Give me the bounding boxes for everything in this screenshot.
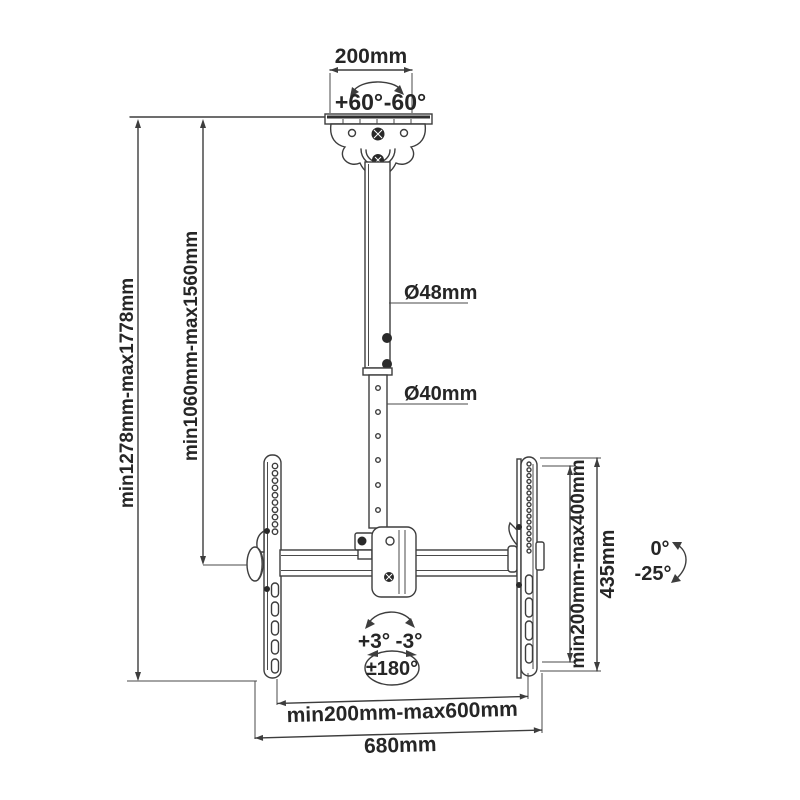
swivel-bracket bbox=[329, 123, 427, 177]
right-bracket-slots bbox=[524, 574, 534, 664]
dim-height-total: min1278mm-max1778mm bbox=[117, 119, 257, 682]
dim-crossbar-width-label: 680mm bbox=[364, 733, 437, 758]
left-bracket-slots bbox=[270, 582, 280, 674]
dim-pipe-lower-label: Ø40mm bbox=[404, 383, 477, 405]
ceiling-plate bbox=[324, 113, 433, 125]
swivel-left-label: +60° bbox=[335, 89, 383, 115]
dim-vesa-height-label: min200mm-max400mm bbox=[568, 459, 589, 668]
tilt-up-label: 0° bbox=[650, 538, 669, 560]
left-bracket-holes bbox=[271, 462, 279, 536]
pole-lock-bolt-2 bbox=[382, 359, 392, 369]
swivel-annotation: +60° -60° bbox=[335, 81, 426, 115]
bracket-hole-left bbox=[347, 128, 357, 138]
right-bracket-gusset bbox=[508, 521, 518, 547]
dim-top-width: 200mm bbox=[329, 45, 413, 113]
tilt-annotation: 0° -25° bbox=[635, 538, 687, 585]
crossbar-end-cap bbox=[507, 545, 518, 573]
pole-lock-bolt-1 bbox=[382, 333, 392, 343]
right-bracket-holes bbox=[526, 461, 532, 554]
tilt-down-label: -25° bbox=[635, 563, 672, 585]
pole-collar bbox=[362, 367, 393, 376]
bracket-hole-right bbox=[399, 128, 409, 138]
rotation-label: ±180° bbox=[366, 658, 418, 680]
dim-pipe-upper: Ø48mm bbox=[389, 282, 477, 304]
right-vesa-bracket bbox=[508, 456, 545, 679]
dim-pipe-upper-label: Ø48mm bbox=[404, 282, 477, 304]
dim-pipe-lower: Ø40mm bbox=[387, 383, 477, 405]
level-right-label: -3° bbox=[395, 630, 422, 653]
dim-height-pole: min1060mm-max1560mm bbox=[181, 119, 247, 566]
swivel-right-label: -60° bbox=[384, 89, 426, 115]
dim-crossbar-width: 680mm bbox=[254, 673, 543, 758]
dim-vesa-height: min200mm-max400mm bbox=[542, 459, 589, 669]
dim-height-total-label: min1278mm-max1778mm bbox=[117, 278, 138, 508]
upper-pole bbox=[364, 161, 392, 369]
dim-vesa-width: min200mm-max600mm bbox=[276, 673, 529, 727]
dim-bracket-height: 435mm bbox=[540, 457, 619, 672]
lower-pole bbox=[368, 374, 388, 529]
pole-clamp bbox=[354, 526, 417, 598]
level-left-label: +3° bbox=[358, 630, 390, 653]
dim-height-pole-label: min1060mm-max1560mm bbox=[181, 231, 202, 461]
dim-bracket-height-label: 435mm bbox=[597, 530, 619, 599]
dim-top-width-label: 200mm bbox=[335, 45, 407, 68]
level-annotation: +3° -3° bbox=[358, 611, 423, 653]
clamp-bolt bbox=[357, 536, 367, 546]
right-bracket-block bbox=[535, 541, 545, 571]
crossbar-knob bbox=[246, 546, 264, 582]
rotation-annotation: ±180° bbox=[364, 650, 420, 686]
